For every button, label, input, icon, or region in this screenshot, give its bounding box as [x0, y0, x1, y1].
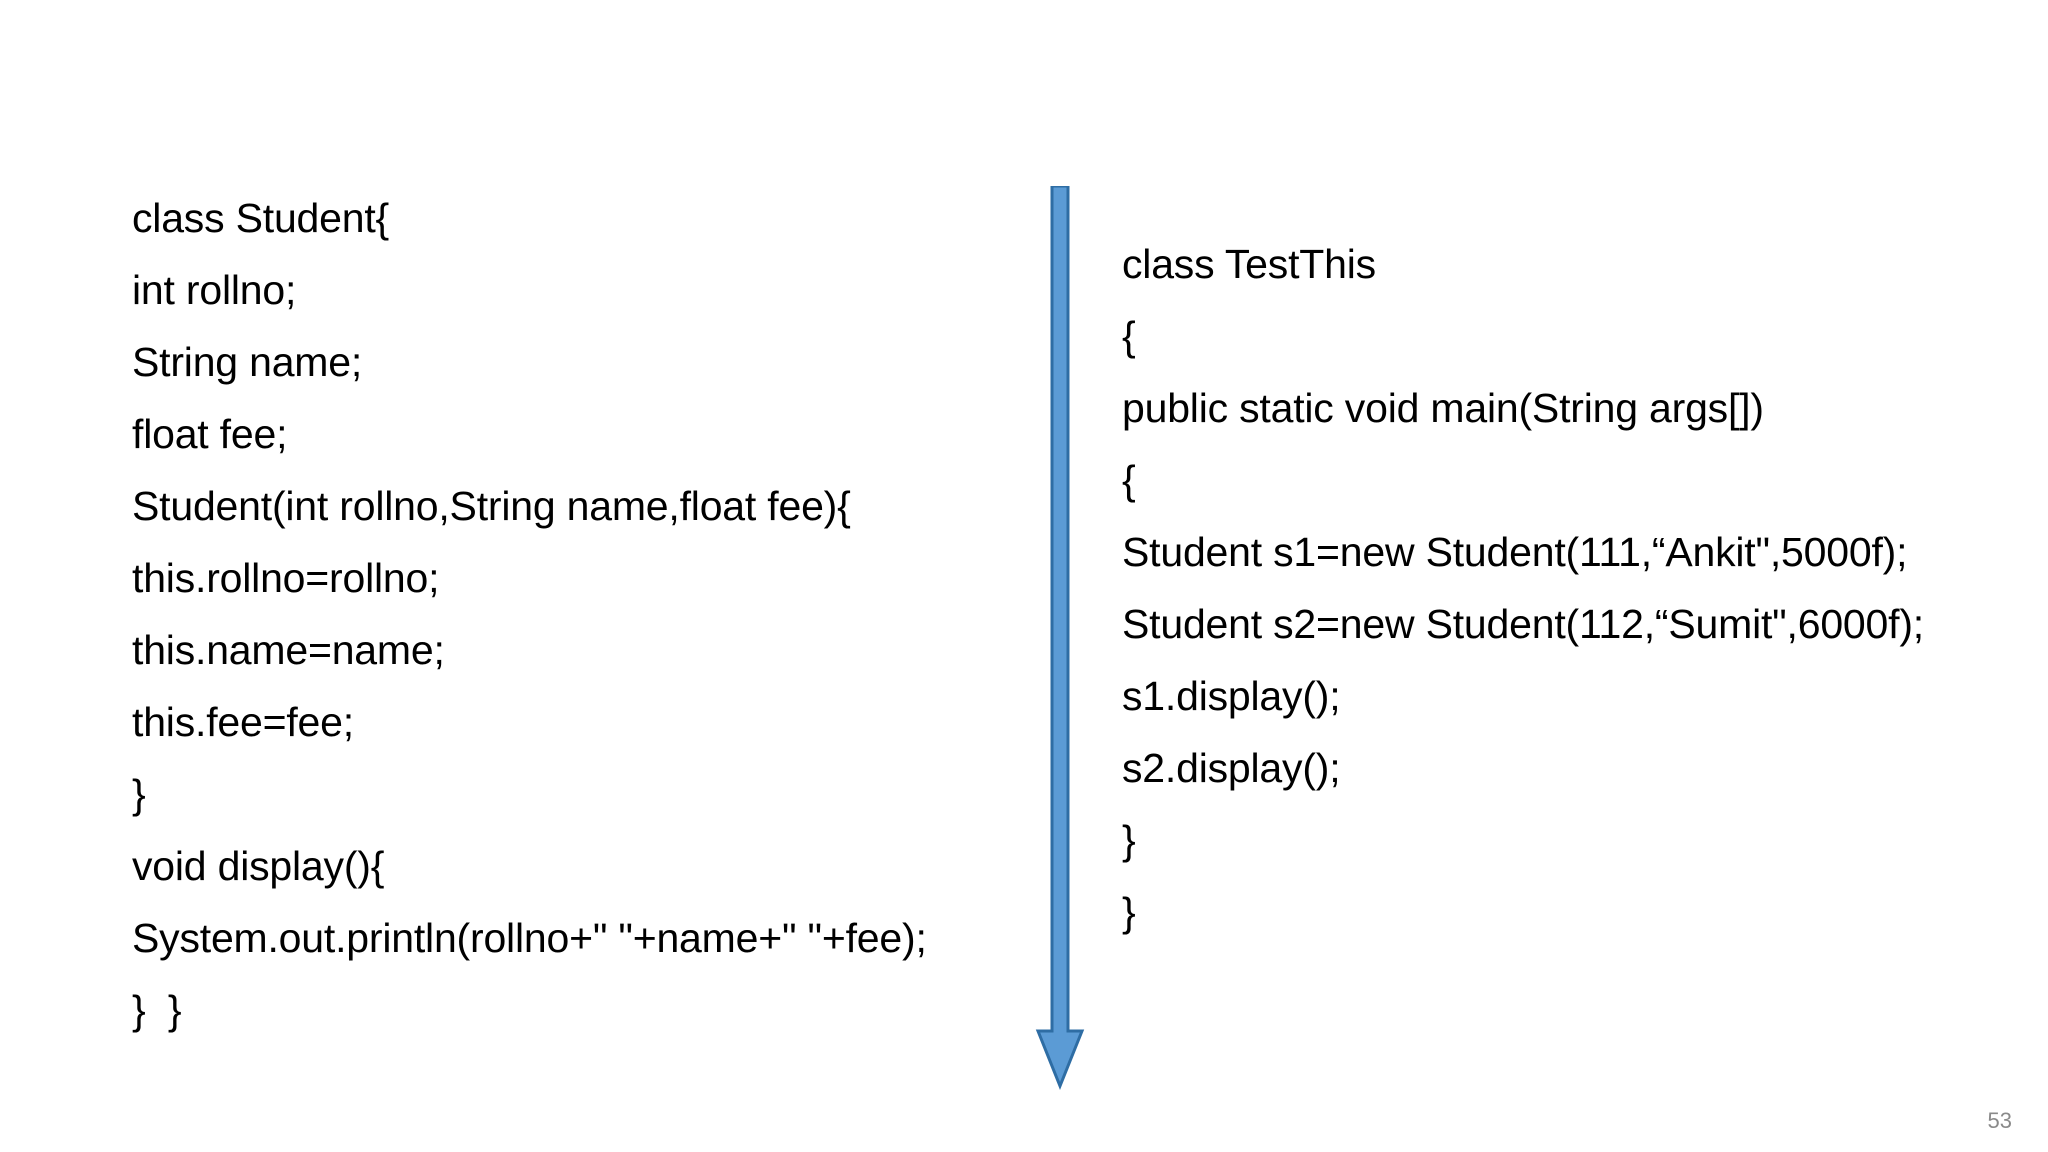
- right-code-line: Student s2=new Student(112,“Sumit",6000f…: [1122, 601, 1924, 647]
- left-code-line: this.rollno=rollno;: [132, 555, 440, 601]
- right-code-line: }: [1122, 889, 1136, 935]
- slide-number: 53: [1987, 1108, 2012, 1133]
- right-code-line: class TestThis: [1122, 241, 1376, 287]
- left-code-line: this.name=name;: [132, 627, 445, 673]
- right-code-line: s2.display();: [1122, 745, 1341, 791]
- left-code-line: this.fee=fee;: [132, 699, 354, 745]
- right-code-line: s1.display();: [1122, 673, 1341, 719]
- right-code-line: Student s1=new Student(111,“Ankit",5000f…: [1122, 529, 1908, 575]
- left-code-block: class Student{ int rollno; String name; flo…: [132, 182, 972, 1046]
- right-code-line: {: [1122, 457, 1136, 503]
- left-code-line: void display(){: [132, 843, 385, 889]
- left-code-line: String name;: [132, 339, 363, 385]
- left-code-line: Student(int rollno,String name,float fee…: [132, 483, 851, 529]
- right-code-block: class TestThis { public static void main(S…: [1122, 228, 2002, 948]
- right-code-line: public static void main(String args[]): [1122, 385, 1764, 431]
- left-code-line: }: [132, 771, 146, 817]
- left-code-line: class Student{: [132, 195, 390, 241]
- down-arrow-icon: [1030, 184, 1090, 1094]
- left-code-line: float fee;: [132, 411, 288, 457]
- left-code-line: } }: [132, 987, 182, 1033]
- left-code-line: int rollno;: [132, 267, 297, 313]
- left-code-line: System.out.println(rollno+" "+name+" "+f…: [132, 915, 927, 961]
- right-code-line: {: [1122, 313, 1136, 359]
- right-code-line: }: [1122, 817, 1136, 863]
